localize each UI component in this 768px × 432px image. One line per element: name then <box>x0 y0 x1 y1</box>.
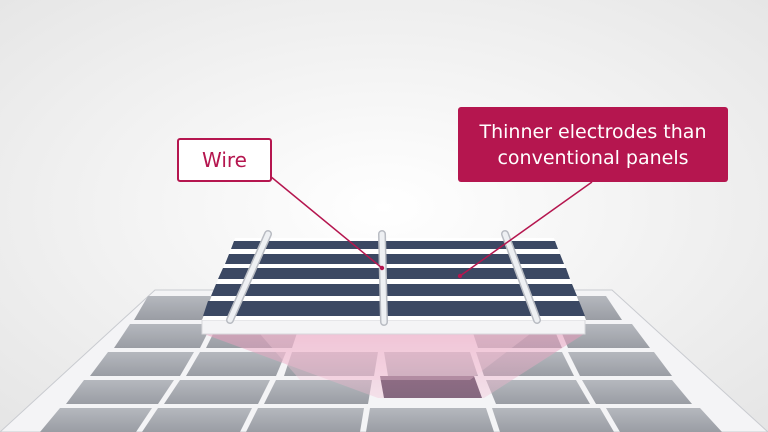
solar-cell <box>40 408 152 432</box>
projection-beam <box>204 334 584 398</box>
wire-callout-label: Wire <box>202 148 247 172</box>
wire <box>379 231 387 325</box>
solar-cell <box>568 352 672 376</box>
solar-cell <box>492 408 614 432</box>
magnified-module <box>201 230 586 335</box>
projection-beam-mid <box>260 334 530 380</box>
wire <box>227 231 271 323</box>
solar-cell <box>246 408 364 432</box>
wires <box>226 230 541 326</box>
electrodes-callout: Thinner electrodes than conventional pan… <box>458 107 728 182</box>
solar-cell <box>264 380 372 404</box>
solar-cell <box>486 380 590 404</box>
module-edge <box>201 319 586 335</box>
solar-cell <box>66 380 174 404</box>
wire-leader-line <box>269 175 383 269</box>
cell-row <box>40 408 722 432</box>
solar-cell <box>366 408 494 432</box>
wire-callout: Wire <box>177 138 272 182</box>
wire <box>502 231 540 323</box>
wire-leader-dot <box>379 265 385 271</box>
solar-cell <box>186 352 286 376</box>
solar-cell <box>90 352 194 376</box>
electrodes-leader-dot <box>457 273 463 279</box>
electrodes-leader-line <box>459 181 593 277</box>
electrodes-callout-line2: conventional panels <box>497 146 689 169</box>
solar-cell <box>114 324 212 348</box>
electrode-stripes <box>203 241 585 316</box>
solar-cell <box>582 380 692 404</box>
solar-cell <box>142 408 252 432</box>
electrodes-callout-line1: Thinner electrodes than <box>479 120 707 143</box>
solar-cell <box>606 408 722 432</box>
solar-cell <box>164 380 270 404</box>
